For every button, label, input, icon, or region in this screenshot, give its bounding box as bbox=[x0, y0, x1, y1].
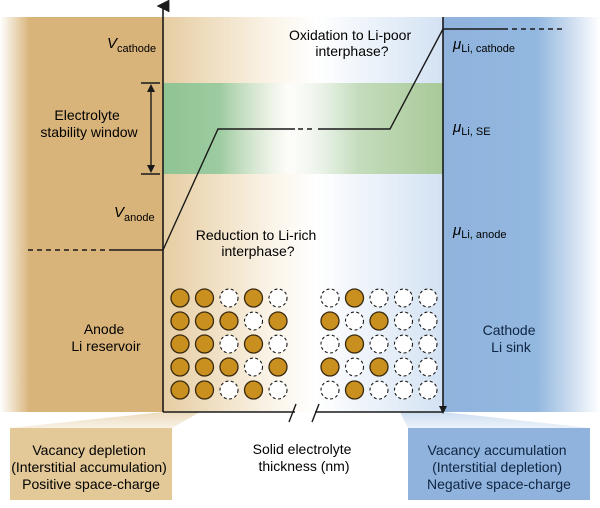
vacancy-site bbox=[344, 357, 365, 377]
li-atom bbox=[194, 334, 215, 354]
vacancy-site bbox=[418, 357, 438, 377]
li-atom bbox=[219, 357, 239, 377]
right-axis-arrowhead bbox=[439, 406, 447, 414]
anode-label: Anode Li reservoir bbox=[71, 321, 141, 354]
anode-region bbox=[0, 17, 163, 412]
vacancy-site bbox=[320, 380, 340, 400]
oxidation-annotation: Oxidation to Li-poor interphase? bbox=[289, 27, 415, 59]
x-axis-label: Solid electrolyte thickness (nm) bbox=[253, 441, 356, 474]
li-atom bbox=[369, 311, 389, 331]
right-callout-beam bbox=[400, 412, 590, 428]
vacancy-site bbox=[418, 334, 438, 354]
vacancy-site bbox=[369, 380, 389, 400]
li-atom bbox=[268, 357, 288, 377]
window-arrowhead-down bbox=[147, 165, 155, 173]
li-atom bbox=[243, 288, 264, 308]
vacancy-site bbox=[369, 288, 389, 308]
li-atom bbox=[243, 334, 264, 354]
lattice-right bbox=[320, 288, 438, 400]
vacancy-site bbox=[418, 380, 438, 400]
vacancy-site bbox=[418, 288, 438, 308]
left-callout-beam bbox=[10, 412, 200, 428]
window-arrowhead-up bbox=[147, 84, 155, 92]
v-cathode-label: Vcathode bbox=[107, 35, 156, 55]
li-atom bbox=[170, 380, 190, 400]
vacancy-site bbox=[393, 380, 414, 400]
li-atom bbox=[194, 311, 215, 331]
li-atom bbox=[170, 357, 190, 377]
li-atom bbox=[170, 311, 190, 331]
li-atom bbox=[320, 357, 340, 377]
left-callout-text: Vacancy depletion (Interstitial accumula… bbox=[11, 442, 171, 492]
li-atom bbox=[194, 380, 215, 400]
vacancy-site bbox=[243, 311, 264, 331]
v-anode-label: Vanode bbox=[114, 204, 155, 224]
right-callout-box bbox=[408, 428, 590, 500]
li-atom bbox=[369, 357, 389, 377]
li-atom bbox=[268, 311, 288, 331]
li-atom bbox=[219, 311, 239, 331]
li-atom bbox=[194, 288, 215, 308]
window-label: Electrolyte stability window bbox=[40, 107, 138, 140]
vacancy-site bbox=[268, 334, 288, 354]
li-atom bbox=[344, 334, 365, 354]
vacancy-site bbox=[268, 380, 288, 400]
lattice-left bbox=[170, 288, 288, 400]
potential-profile-right bbox=[318, 28, 444, 130]
vacancy-site bbox=[393, 357, 414, 377]
vacancy-site bbox=[320, 288, 340, 308]
vacancy-site bbox=[320, 334, 340, 354]
right-callout-text: Vacancy accumulation (Interstitial deple… bbox=[427, 442, 571, 492]
vacancy-site bbox=[393, 311, 414, 331]
li-atom bbox=[170, 288, 190, 308]
cathode-region bbox=[443, 17, 600, 412]
vacancy-site bbox=[219, 380, 239, 400]
cathode-label: Cathode Li sink bbox=[483, 322, 540, 355]
li-atom bbox=[344, 380, 365, 400]
vacancy-site bbox=[418, 311, 438, 331]
li-atom bbox=[170, 334, 190, 354]
potential-profile-left bbox=[162, 128, 295, 251]
li-atom bbox=[344, 288, 365, 308]
vacancy-site bbox=[393, 288, 414, 308]
mu-se-label: μLi, SE bbox=[452, 119, 491, 138]
mu-cathode-label: μLi, cathode bbox=[452, 36, 515, 55]
vacancy-site bbox=[268, 288, 288, 308]
li-atom bbox=[194, 357, 215, 377]
vacancy-site bbox=[393, 334, 414, 354]
mu-anode-label: μLi, anode bbox=[452, 222, 506, 241]
vacancy-site bbox=[243, 357, 264, 377]
reduction-annotation: Reduction to Li-rich interphase? bbox=[196, 227, 321, 259]
left-callout-box bbox=[10, 428, 172, 500]
li-atom bbox=[320, 311, 340, 331]
vacancy-site bbox=[344, 311, 365, 331]
vacancy-site bbox=[219, 334, 239, 354]
li-atom bbox=[243, 380, 264, 400]
vacancy-site bbox=[219, 288, 239, 308]
axis-break-mark bbox=[288, 403, 297, 423]
axis-break-mark bbox=[311, 403, 320, 423]
vacancy-site bbox=[369, 334, 389, 354]
